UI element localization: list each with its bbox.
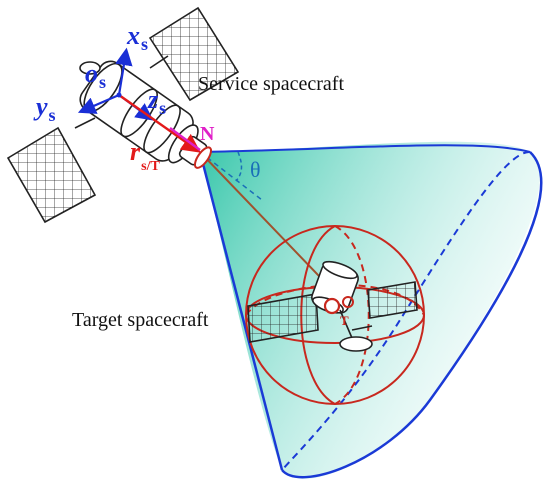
service-panel-upper <box>148 6 240 102</box>
y-axis-arrow <box>77 93 120 114</box>
cone-base-back <box>281 150 531 471</box>
theta-label: θ <box>250 157 261 182</box>
y-axis-label: ys <box>33 92 56 125</box>
service-panel-lower <box>6 126 97 224</box>
service-panel-lower-strut <box>74 117 96 129</box>
line-of-sight <box>199 151 343 301</box>
theta-arc <box>235 151 243 182</box>
service-top-nub <box>79 61 101 75</box>
target-spacecraft <box>247 260 418 352</box>
n-direction-line <box>169 127 201 151</box>
r-vector-arrow <box>118 94 201 153</box>
sphere-meridian-2 <box>334 225 370 405</box>
target-panel-left <box>247 293 319 343</box>
cone-edge-left <box>198 151 284 471</box>
n-label: N <box>200 123 215 145</box>
service-panel-upper-strut <box>149 55 169 69</box>
target-panel-right <box>367 281 418 319</box>
target-marker <box>323 296 354 315</box>
cone-edge-top <box>199 144 531 153</box>
r-vector-label: rs/T <box>130 137 160 174</box>
target-marker-ring <box>323 297 341 315</box>
target-dish <box>339 336 373 352</box>
target-frame-label: T <box>340 313 349 328</box>
target-mast <box>339 309 353 339</box>
z-axis-label: zs <box>147 85 166 118</box>
target-marker-ring-2 <box>342 296 354 308</box>
target-body-ring-1 <box>322 260 358 280</box>
service-spacecraft-label: Service spacecraft <box>198 73 344 95</box>
x-axis-arrow <box>115 47 133 96</box>
x-axis-label: xs <box>126 21 148 54</box>
target-spacecraft-label: Target spacecraft <box>72 309 209 331</box>
service-frame-axes <box>77 47 201 153</box>
origin-point <box>116 92 122 98</box>
origin-label: os <box>85 59 106 92</box>
target-dish-arm <box>351 325 373 331</box>
cone-base-front <box>281 151 543 479</box>
cone-axis <box>199 151 263 201</box>
